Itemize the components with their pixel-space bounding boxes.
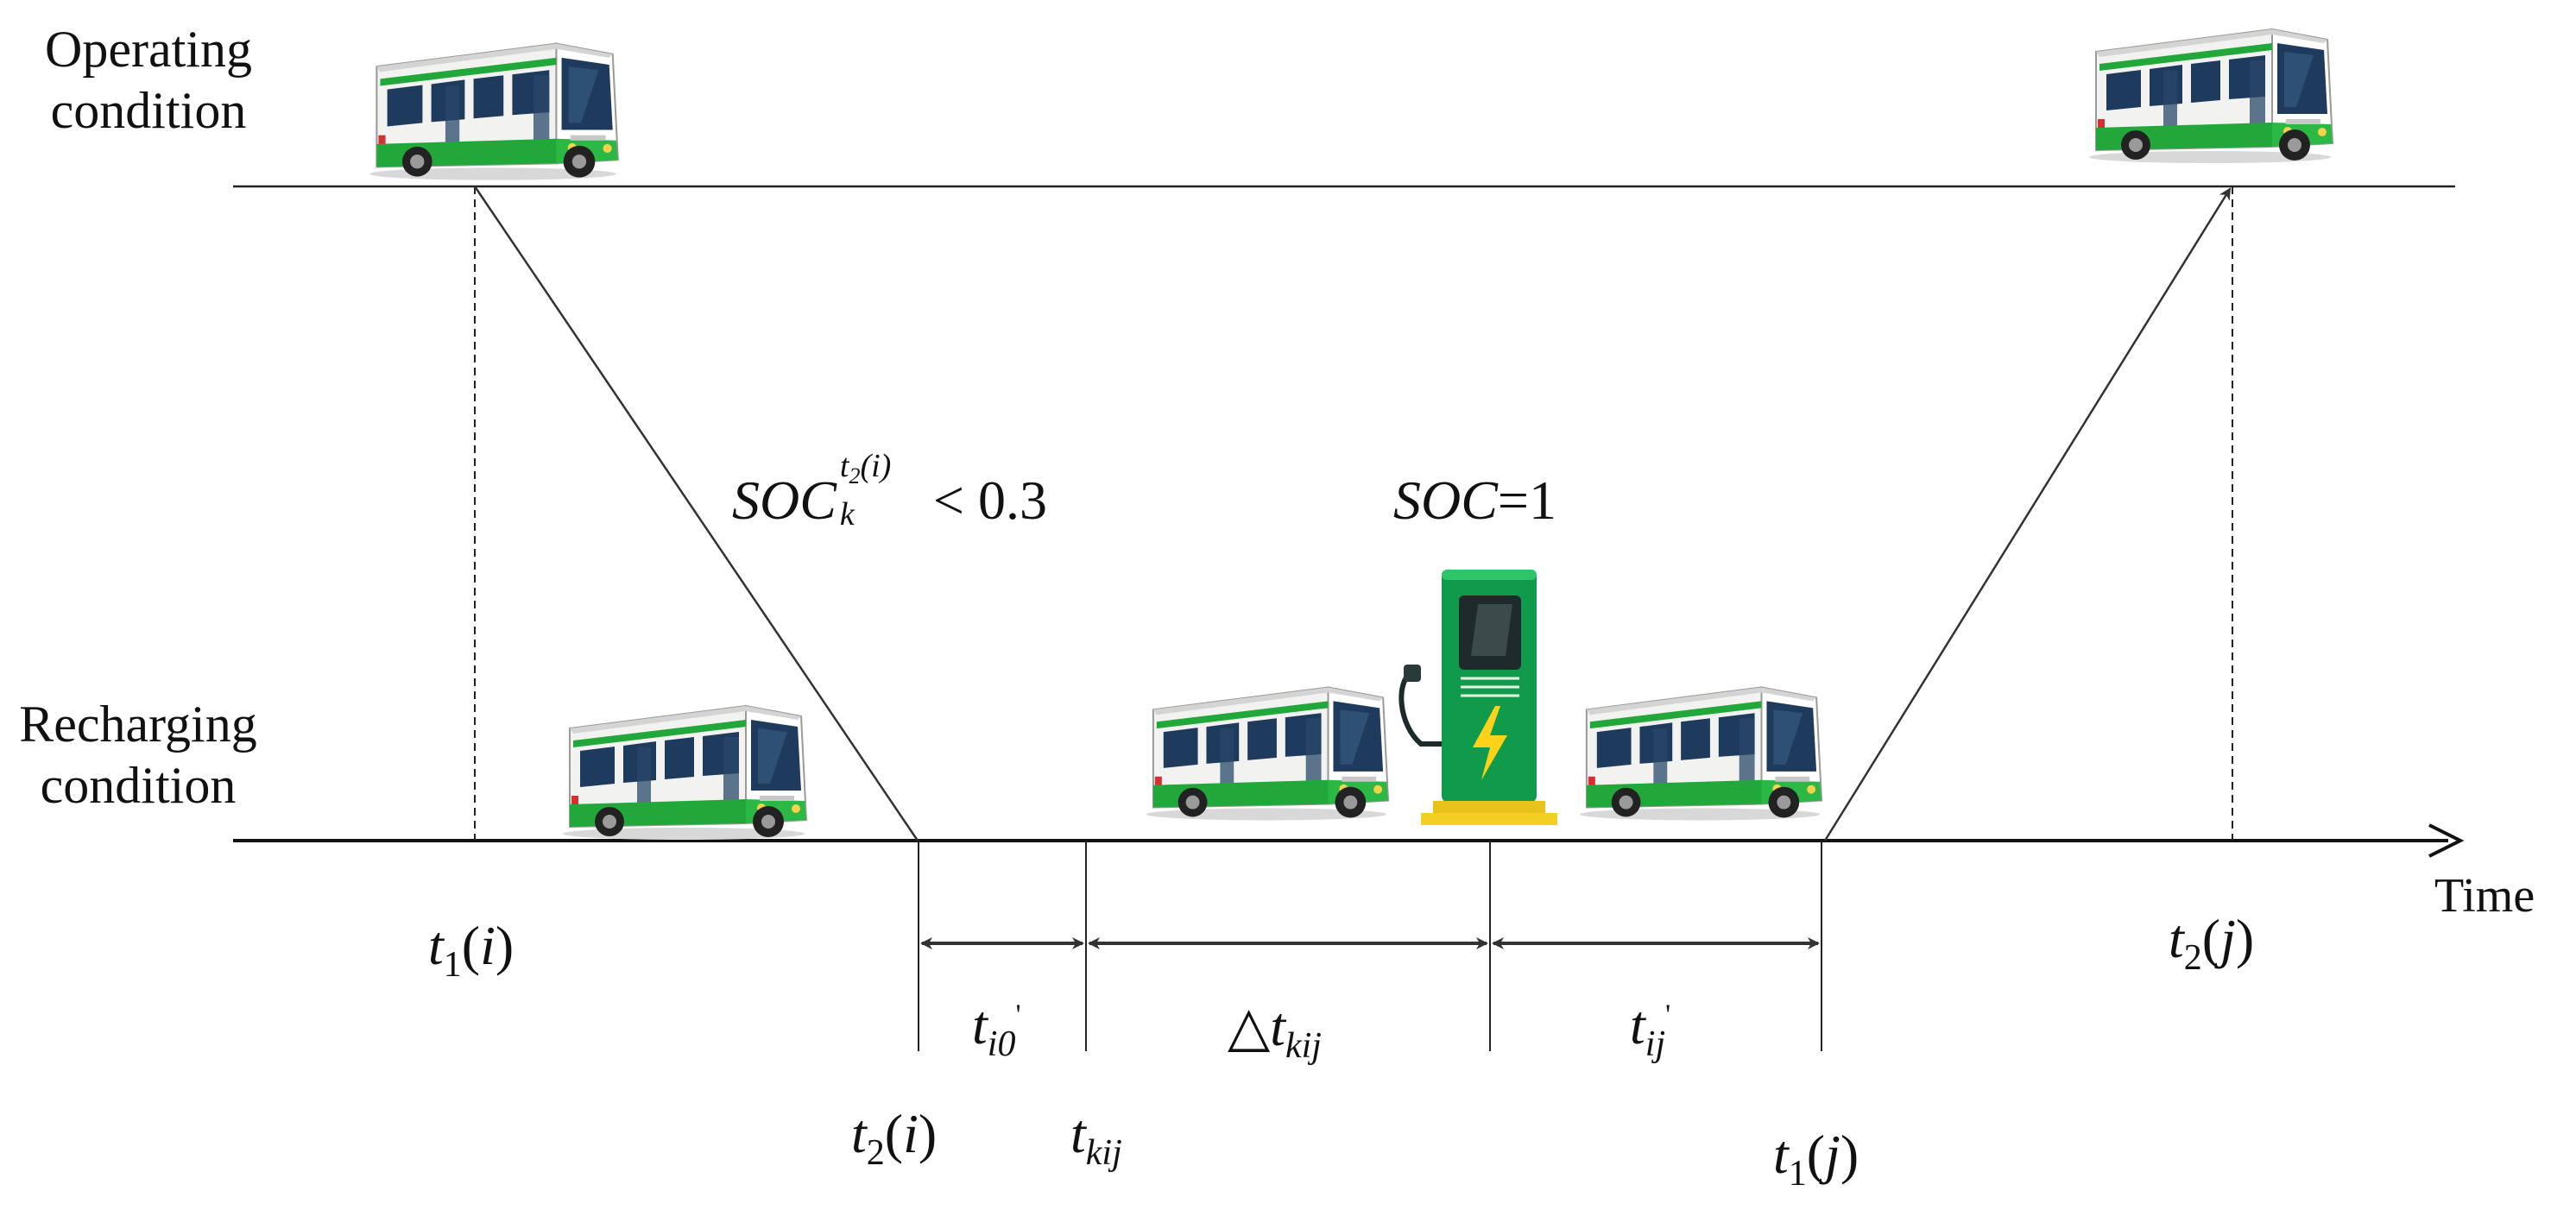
t1j-label: t1(j) — [1773, 1124, 1859, 1194]
bus-icon — [369, 42, 619, 181]
interval-ti0-label: ti0' — [972, 994, 1021, 1064]
time-axis-label: Time — [2434, 869, 2535, 923]
bus-icon — [2088, 28, 2333, 164]
soc-full-label: SOC=1 — [1393, 473, 1556, 528]
operating-label-line2: condition — [50, 81, 247, 139]
soc-low-text: SOC — [732, 470, 837, 531]
soc-full-text: SOC — [1393, 470, 1498, 531]
bus-icon — [1145, 686, 1390, 822]
recharging-label-line1: Recharging — [19, 696, 257, 753]
charging-station-icon — [1398, 570, 1557, 825]
bus-icon — [562, 705, 807, 841]
interval-tij-label: tij' — [1630, 994, 1671, 1064]
recharging-condition-label: Recharging condition — [0, 694, 276, 816]
time-axis-arrowhead — [2428, 823, 2465, 858]
t1i-label: t1(i) — [428, 915, 515, 985]
soc-low-scripts: t2(i)k — [837, 450, 923, 531]
soc-sup-sub: 2 — [849, 463, 861, 488]
t2i-label: t2(i) — [851, 1103, 938, 1173]
t2j-label: t2(j) — [2169, 908, 2255, 978]
soc-low-sub: k — [839, 496, 855, 533]
operating-condition-label: Operating condition — [19, 19, 278, 142]
interval-dtkij-label: △tkij — [1228, 996, 1322, 1066]
recharging-label-line2: condition — [40, 756, 237, 814]
soc-sup-t: t — [839, 448, 849, 484]
lightning-bolt-icon — [1473, 706, 1507, 780]
depart-to-charge-line — [473, 186, 919, 841]
operating-label-line1: Operating — [45, 21, 252, 78]
bus-icon — [1578, 686, 1823, 822]
soc-full-relation: =1 — [1497, 470, 1556, 531]
tkij-label: tkij — [1070, 1103, 1122, 1173]
soc-low-relation: < 0.3 — [932, 470, 1047, 531]
soc-sup-arg: (i) — [860, 448, 892, 484]
return-to-operation-line — [1823, 187, 2232, 841]
